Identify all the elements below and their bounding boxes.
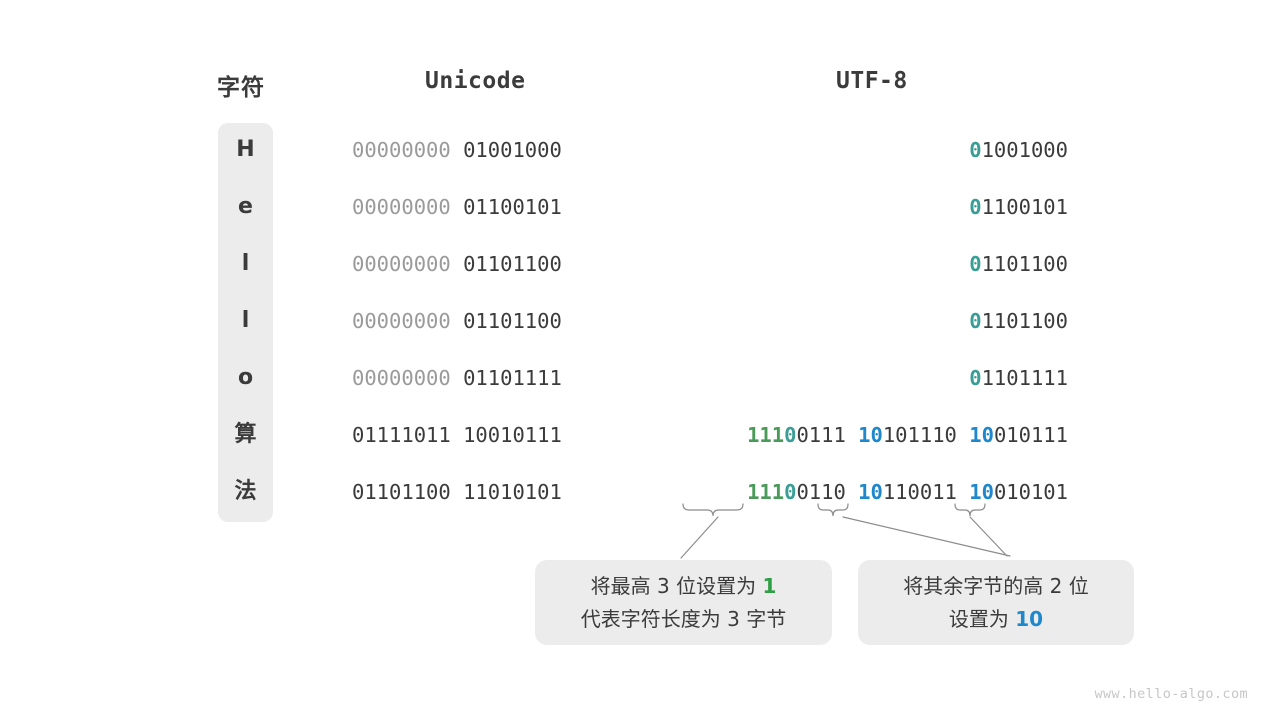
utf8-byte: 10110011 [858,480,957,504]
leader-line-2 [842,516,1011,557]
utf8-payload-bits: 1101100 [981,252,1068,276]
utf8-byte: 01101111 [969,366,1068,390]
utf8-payload-bits: 010101 [993,480,1068,504]
utf8-byte: 01101100 [969,252,1068,276]
watermark: www.hello-algo.com [1094,686,1248,702]
utf8-marker-bits: 10 [858,423,883,447]
utf8-marker-bits: 10 [969,423,994,447]
unicode-low-byte: 01100101 [463,195,562,219]
unicode-high-byte: 00000000 [352,366,451,390]
unicode-cell: 01111011 10010111 [352,420,562,450]
utf8-payload-bits: 110011 [882,480,957,504]
utf8-byte: 11100111 [747,423,846,447]
utf8-byte: 01001000 [969,138,1068,162]
utf8-marker-bits: 0 [969,309,982,333]
utf8-cell: 01001000 [969,135,1068,165]
unicode-cell: 00000000 01001000 [352,135,562,165]
utf8-cell: 01101100 [969,306,1068,336]
callout-2-line-1: 将其余字节的高 2 位 [903,573,1089,598]
unicode-low-byte: 01001000 [463,138,562,162]
utf8-marker-bits: 0 [969,366,982,390]
column-header-character: 字符 [217,75,265,101]
callout-2-line-2-before: 设置为 [948,606,1016,631]
character-cell: l [241,308,250,333]
unicode-cell: 00000000 01101100 [352,306,562,336]
utf8-payload-bits: 0111 [796,423,846,447]
utf8-payload-bits: 1101100 [981,309,1068,333]
character-cell: l [241,251,250,276]
callout-continuation-bits: 将其余字节的高 2 位 设置为 10 [858,560,1134,645]
column-header-unicode: Unicode [425,68,526,94]
callout-1-value: 1 [762,573,777,598]
callout-1-line-1-before: 将最高 3 位设置为 [590,573,763,598]
utf8-payload-bits: 101110 [882,423,957,447]
unicode-low-byte: 01101100 [463,252,562,276]
utf8-marker-bits: 111 [747,423,785,447]
unicode-low-byte: 11010101 [463,480,562,504]
character-cell: 算 [234,422,257,447]
callout-1-line-1: 将最高 3 位设置为 1 [591,570,777,603]
utf8-marker-bits: 0 [969,195,982,219]
utf8-cell: 01101100 [969,249,1068,279]
utf8-byte: 01100101 [969,195,1068,219]
unicode-low-byte: 01101111 [463,366,562,390]
utf8-cell: 11100111 10101110 10010111 [747,420,1068,450]
utf8-cell: 01101111 [969,363,1068,393]
leader-line-1 [680,516,719,559]
unicode-high-byte: 01111011 [352,423,451,447]
utf8-marker-zero: 0 [784,423,797,447]
unicode-high-byte: 00000000 [352,195,451,219]
character-cell: o [237,365,254,390]
unicode-cell: 00000000 01101111 [352,363,562,393]
unicode-cell: 01101100 11010101 [352,477,562,507]
unicode-cell: 00000000 01101100 [352,249,562,279]
utf8-marker-bits: 0 [969,252,982,276]
unicode-cell: 00000000 01100101 [352,192,562,222]
utf8-byte: 10101110 [858,423,957,447]
utf8-payload-bits: 010111 [993,423,1068,447]
unicode-low-byte: 01101100 [463,309,562,333]
callout-1-line-2: 代表字符长度为 3 字节 [580,606,787,631]
callout-2-value: 10 [1015,606,1044,631]
utf8-cell: 01100101 [969,192,1068,222]
utf8-payload-bits: 1101111 [981,366,1068,390]
utf8-marker-zero: 0 [784,480,797,504]
unicode-high-byte: 01101100 [352,480,451,504]
utf8-byte: 01101100 [969,309,1068,333]
leader-line-3 [969,516,1008,557]
callout-leading-bits: 将最高 3 位设置为 1 代表字符长度为 3 字节 [535,560,832,645]
utf8-marker-bits: 0 [969,138,982,162]
character-cell: H [236,137,255,162]
unicode-high-byte: 00000000 [352,138,451,162]
utf8-byte: 10010101 [969,480,1068,504]
utf8-payload-bits: 1100101 [981,195,1068,219]
column-header-utf8: UTF-8 [836,68,908,94]
utf8-payload-bits: 1001000 [981,138,1068,162]
brace-first-byte [682,503,744,517]
unicode-high-byte: 00000000 [352,252,451,276]
utf8-payload-bits: 0110 [796,480,846,504]
callout-2-line-2: 设置为 10 [949,603,1043,636]
utf8-byte: 11100110 [747,480,846,504]
utf8-marker-bits: 10 [858,480,883,504]
unicode-high-byte: 00000000 [352,309,451,333]
utf8-marker-bits: 10 [969,480,994,504]
character-column-panel [218,123,273,522]
utf8-marker-bits: 111 [747,480,785,504]
character-cell: e [238,194,253,219]
unicode-low-byte: 10010111 [463,423,562,447]
utf8-cell: 11100110 10110011 10010101 [747,477,1068,507]
utf8-byte: 10010111 [969,423,1068,447]
character-cell: 法 [234,479,257,504]
